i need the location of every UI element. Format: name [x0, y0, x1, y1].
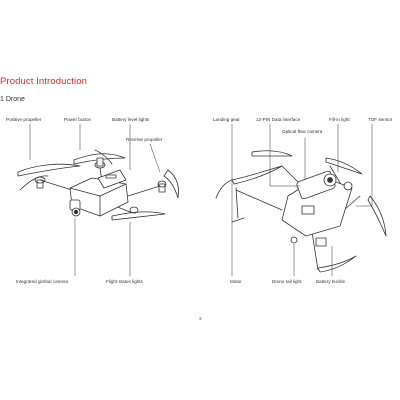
right-propeller-3 [325, 157, 363, 175]
left-propeller-2 [73, 153, 126, 165]
label-battery-buckle: Battery buckle [316, 279, 346, 284]
left-propeller-4 [111, 211, 166, 221]
page-number: 3 [199, 316, 202, 321]
right-propeller-1 [231, 165, 283, 185]
label-drone-tail-light: Drone tail light [272, 279, 302, 284]
left-drone-illustration [17, 149, 179, 221]
label-positive-propeller: Positive propeller [6, 117, 42, 122]
label-data-interface: 12-PIN Data interface [256, 117, 301, 122]
label-reverse-propeller: Reverse propeller [126, 137, 163, 142]
callout-line-reverse-propeller [149, 143, 161, 173]
left-propeller-1 [17, 163, 81, 177]
label-optical-flow-camera: Optical flow camera [282, 129, 323, 134]
right-drone-illustration [215, 150, 387, 273]
label-integrated-gimbal-camera: Integrated gimbal camera [16, 279, 69, 284]
right-propeller-4 [317, 255, 357, 273]
label-fill-in-light: Fill-in light [329, 117, 350, 122]
left-propeller-1b [19, 175, 49, 191]
section-heading: 1 Drone [0, 96, 25, 103]
callout-line-tof-sensor [355, 123, 373, 207]
label-battery-level-lights: Battery level lights [112, 117, 150, 122]
label-flight-status-lights: Flight status lights [106, 279, 143, 284]
label-motor: Motor [230, 279, 242, 284]
callout-line-data-interface [269, 123, 301, 187]
label-tof-sensor: TOF sensor [368, 117, 393, 122]
left-propeller-3 [163, 169, 179, 199]
right-propeller-2 [251, 150, 293, 157]
label-landing-gear: Landing gear [213, 117, 240, 122]
page-title: Product Introduction [0, 76, 88, 87]
label-power-button: Power button [64, 117, 92, 122]
